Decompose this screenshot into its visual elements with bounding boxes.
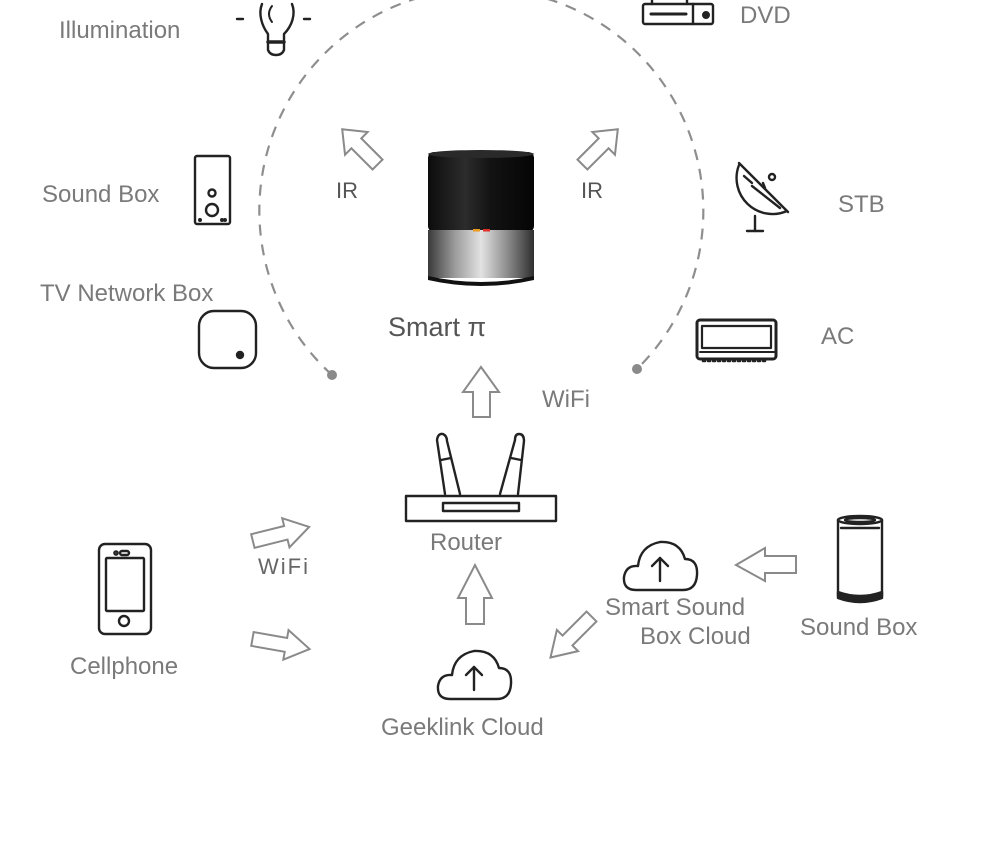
- tv-box-icon: [197, 309, 258, 370]
- smart-sound-box-cloud-label-line1: Smart Sound: [605, 594, 746, 621]
- smart-pi-hub-icon: [428, 150, 534, 286]
- dvd-player-icon: [641, 0, 715, 26]
- ir-range-arc: [258, 0, 705, 376]
- cellphone-icon: [97, 542, 153, 636]
- router-icon: [404, 432, 558, 523]
- smart-sound-box-cloud-label-line2: Box Cloud: [640, 623, 751, 650]
- dvd-label: DVD: [740, 2, 791, 29]
- speaker-icon: [193, 154, 232, 226]
- ir-label-right: IR: [581, 178, 603, 203]
- satellite-dish-icon: [735, 161, 790, 233]
- sound-box-label: Sound Box: [42, 181, 160, 208]
- arc-end-dot-right: [632, 364, 642, 374]
- smart-sound-box-label: Sound Box: [800, 614, 918, 641]
- wifi-label-phone: WiFi: [258, 554, 310, 579]
- wifi-arrow-phone-top: [249, 516, 311, 550]
- hub-label: Smart π: [388, 312, 487, 342]
- geeklink-cloud-label: Geeklink Cloud: [381, 714, 544, 741]
- light-bulb-icon: [235, 2, 312, 57]
- ir-arrow-left: [341, 128, 384, 171]
- speaker-to-cloud-arrow: [733, 546, 797, 583]
- stb-label: STB: [838, 191, 885, 218]
- cloud-to-router-arrow: [456, 562, 494, 625]
- geeklink-cloud-icon: [436, 649, 513, 701]
- tv-network-box-label: TV Network Box: [40, 280, 214, 307]
- wifi-arrow-up: [461, 365, 501, 418]
- smart-speaker-icon: [836, 514, 884, 604]
- ac-label: AC: [821, 323, 855, 350]
- sound-cloud-to-geeklink-arrow: [549, 610, 598, 659]
- air-conditioner-icon: [695, 318, 778, 363]
- ir-label-left: IR: [336, 178, 358, 203]
- arc-end-dot-left: [327, 370, 337, 380]
- illumination-label: Illumination: [59, 17, 181, 44]
- sound-box-cloud-icon: [622, 540, 699, 592]
- wifi-label-top: WiFi: [542, 386, 590, 413]
- router-label: Router: [430, 529, 503, 556]
- ir-arrow-right: [576, 128, 619, 171]
- wifi-arrow-phone-bottom: [250, 628, 312, 662]
- cellphone-label: Cellphone: [70, 653, 179, 680]
